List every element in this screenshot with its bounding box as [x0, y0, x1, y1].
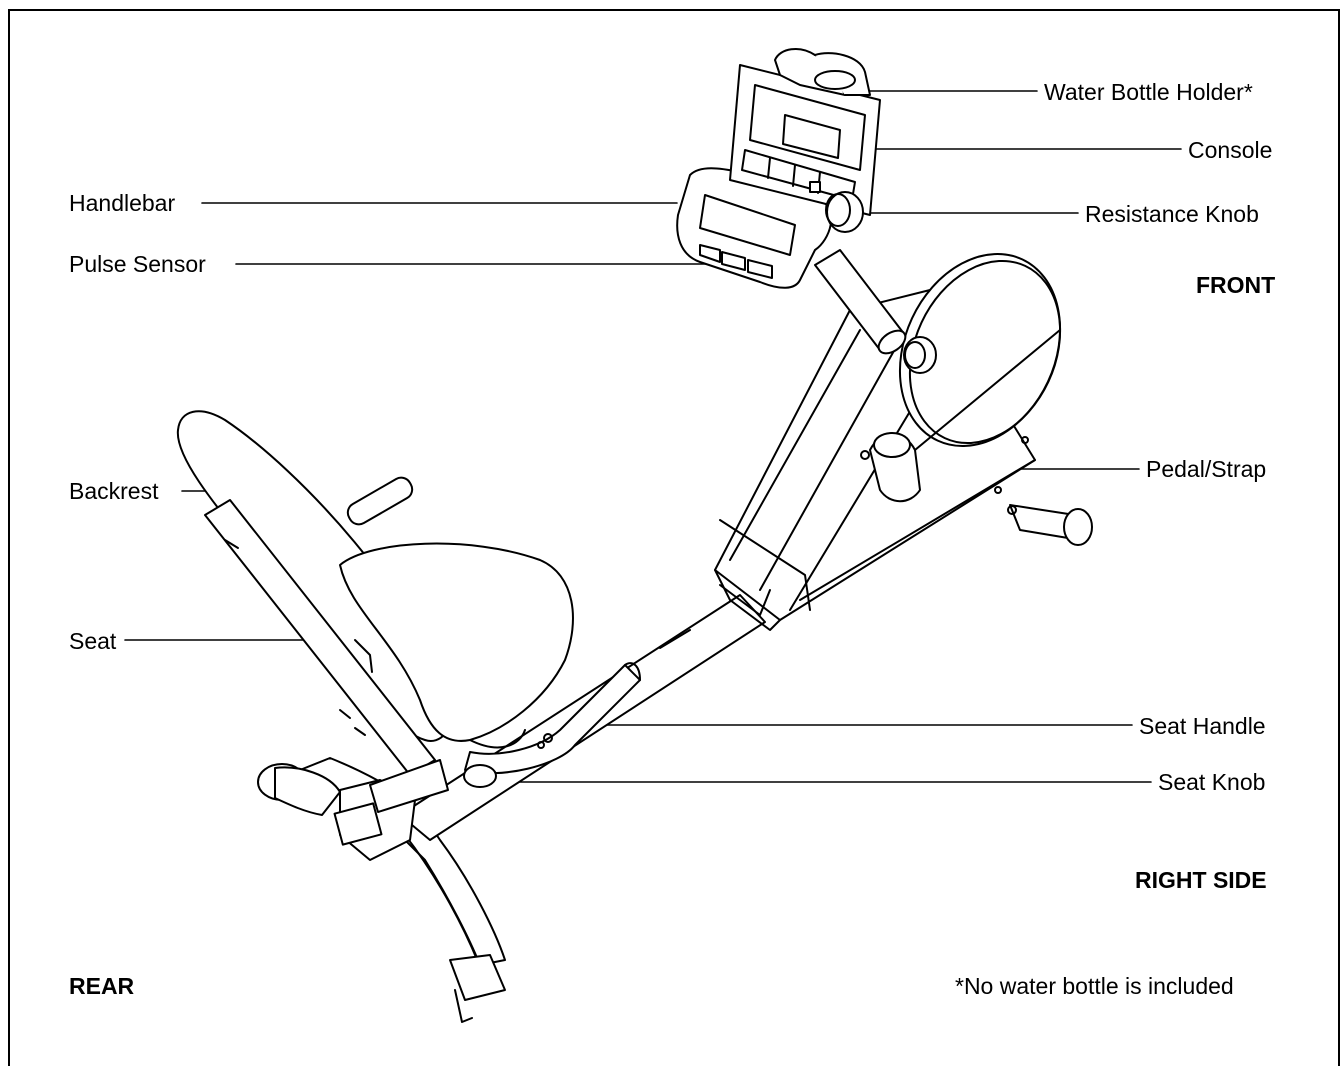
flywheel-cover	[898, 252, 1062, 494]
footnote: *No water bottle is included	[955, 973, 1234, 999]
upright-knob	[903, 336, 937, 374]
label-seat-knob: Seat Knob	[1158, 769, 1266, 795]
label-right-side: RIGHT SIDE	[1135, 867, 1267, 893]
label-backrest: Backrest	[69, 478, 159, 504]
handlebar-post	[814, 249, 907, 355]
backrest-drawing	[176, 410, 452, 813]
leader-lines	[124, 90, 1182, 783]
handlebar-drawing	[676, 167, 833, 289]
label-handlebar: Handlebar	[69, 190, 176, 216]
label-resistance-knob: Resistance Knob	[1085, 201, 1259, 227]
label-pulse-sensor: Pulse Sensor	[69, 251, 206, 277]
frame-border-right	[1338, 9, 1340, 1066]
label-seat-handle: Seat Handle	[1139, 713, 1266, 739]
label-water-bottle-holder: Water Bottle Holder*	[1044, 79, 1253, 105]
label-rear: REAR	[69, 973, 135, 999]
pedal-drawing	[860, 432, 921, 503]
resistance-knob-drawing	[825, 191, 864, 233]
frame-border-left	[8, 9, 10, 1066]
seat-drawing	[339, 476, 574, 749]
label-console: Console	[1188, 137, 1273, 163]
label-pedal-strap: Pedal/Strap	[1146, 456, 1267, 482]
label-seat: Seat	[69, 628, 117, 654]
frame-border-top	[8, 9, 1340, 11]
seat-handle-drawing	[463, 662, 641, 788]
front-stabilizer	[1007, 504, 1093, 546]
label-front: FRONT	[1196, 272, 1276, 298]
